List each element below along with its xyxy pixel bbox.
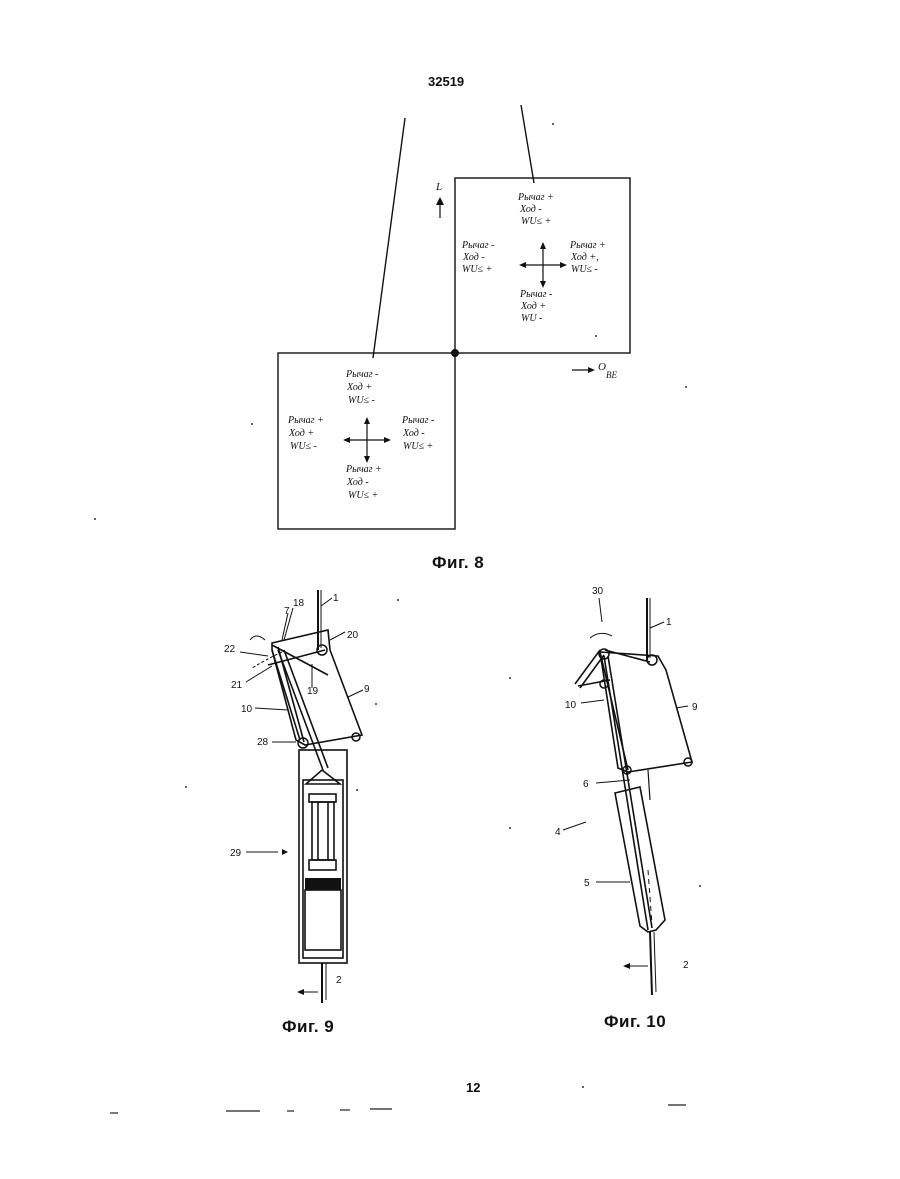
scan-artifacts — [0, 0, 900, 1179]
